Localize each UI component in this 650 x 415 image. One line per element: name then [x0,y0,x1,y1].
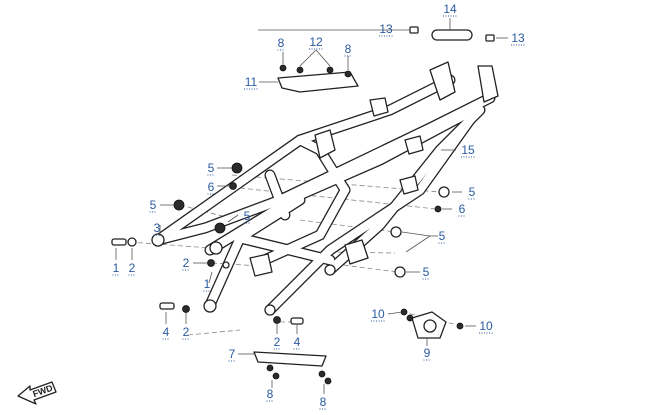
callout-6: 6 [208,180,215,194]
callout-10: 10 [479,319,493,333]
callout-15: 15 [461,143,475,157]
callout-2: 2 [183,256,190,270]
callout-5: 5 [150,198,157,212]
callout-1: 1 [204,277,211,291]
callout-6: 6 [459,202,466,216]
callout-14: 14 [443,2,457,16]
callout-13: 13 [511,31,525,45]
forward-arrow-icon: FWD [17,381,57,405]
bushings-part-5 [173,162,450,278]
callout-5: 5 [439,229,446,243]
callout-1: 1 [113,261,120,275]
plate-part-11 [277,64,359,93]
callout-4: 4 [163,325,170,339]
callout-8: 8 [278,36,285,50]
callout-2: 2 [274,335,281,349]
bracket-part-9 [400,308,464,339]
callout-4: 4 [294,335,301,349]
callout-5: 5 [208,161,215,175]
callout-7: 7 [229,347,236,361]
callout-5: 5 [244,209,251,223]
callout-10: 10 [371,307,385,321]
frame-drawing: FWD [17,18,508,405]
callout-3: 3 [154,221,161,235]
callout-5: 5 [469,185,476,199]
callout-5: 5 [423,265,430,279]
leader-lines [115,18,508,394]
callout-9: 9 [424,346,431,360]
callout-8: 8 [320,395,327,409]
rod-part-14 [409,26,495,42]
callout-2: 2 [129,261,136,275]
plate-part-7 [253,351,332,385]
callout-8: 8 [345,42,352,56]
callout-12: 12 [309,35,323,49]
callout-11: 11 [245,75,258,89]
callout-13: 13 [379,22,393,36]
callout-2: 2 [183,325,190,339]
callout-8: 8 [267,387,274,401]
